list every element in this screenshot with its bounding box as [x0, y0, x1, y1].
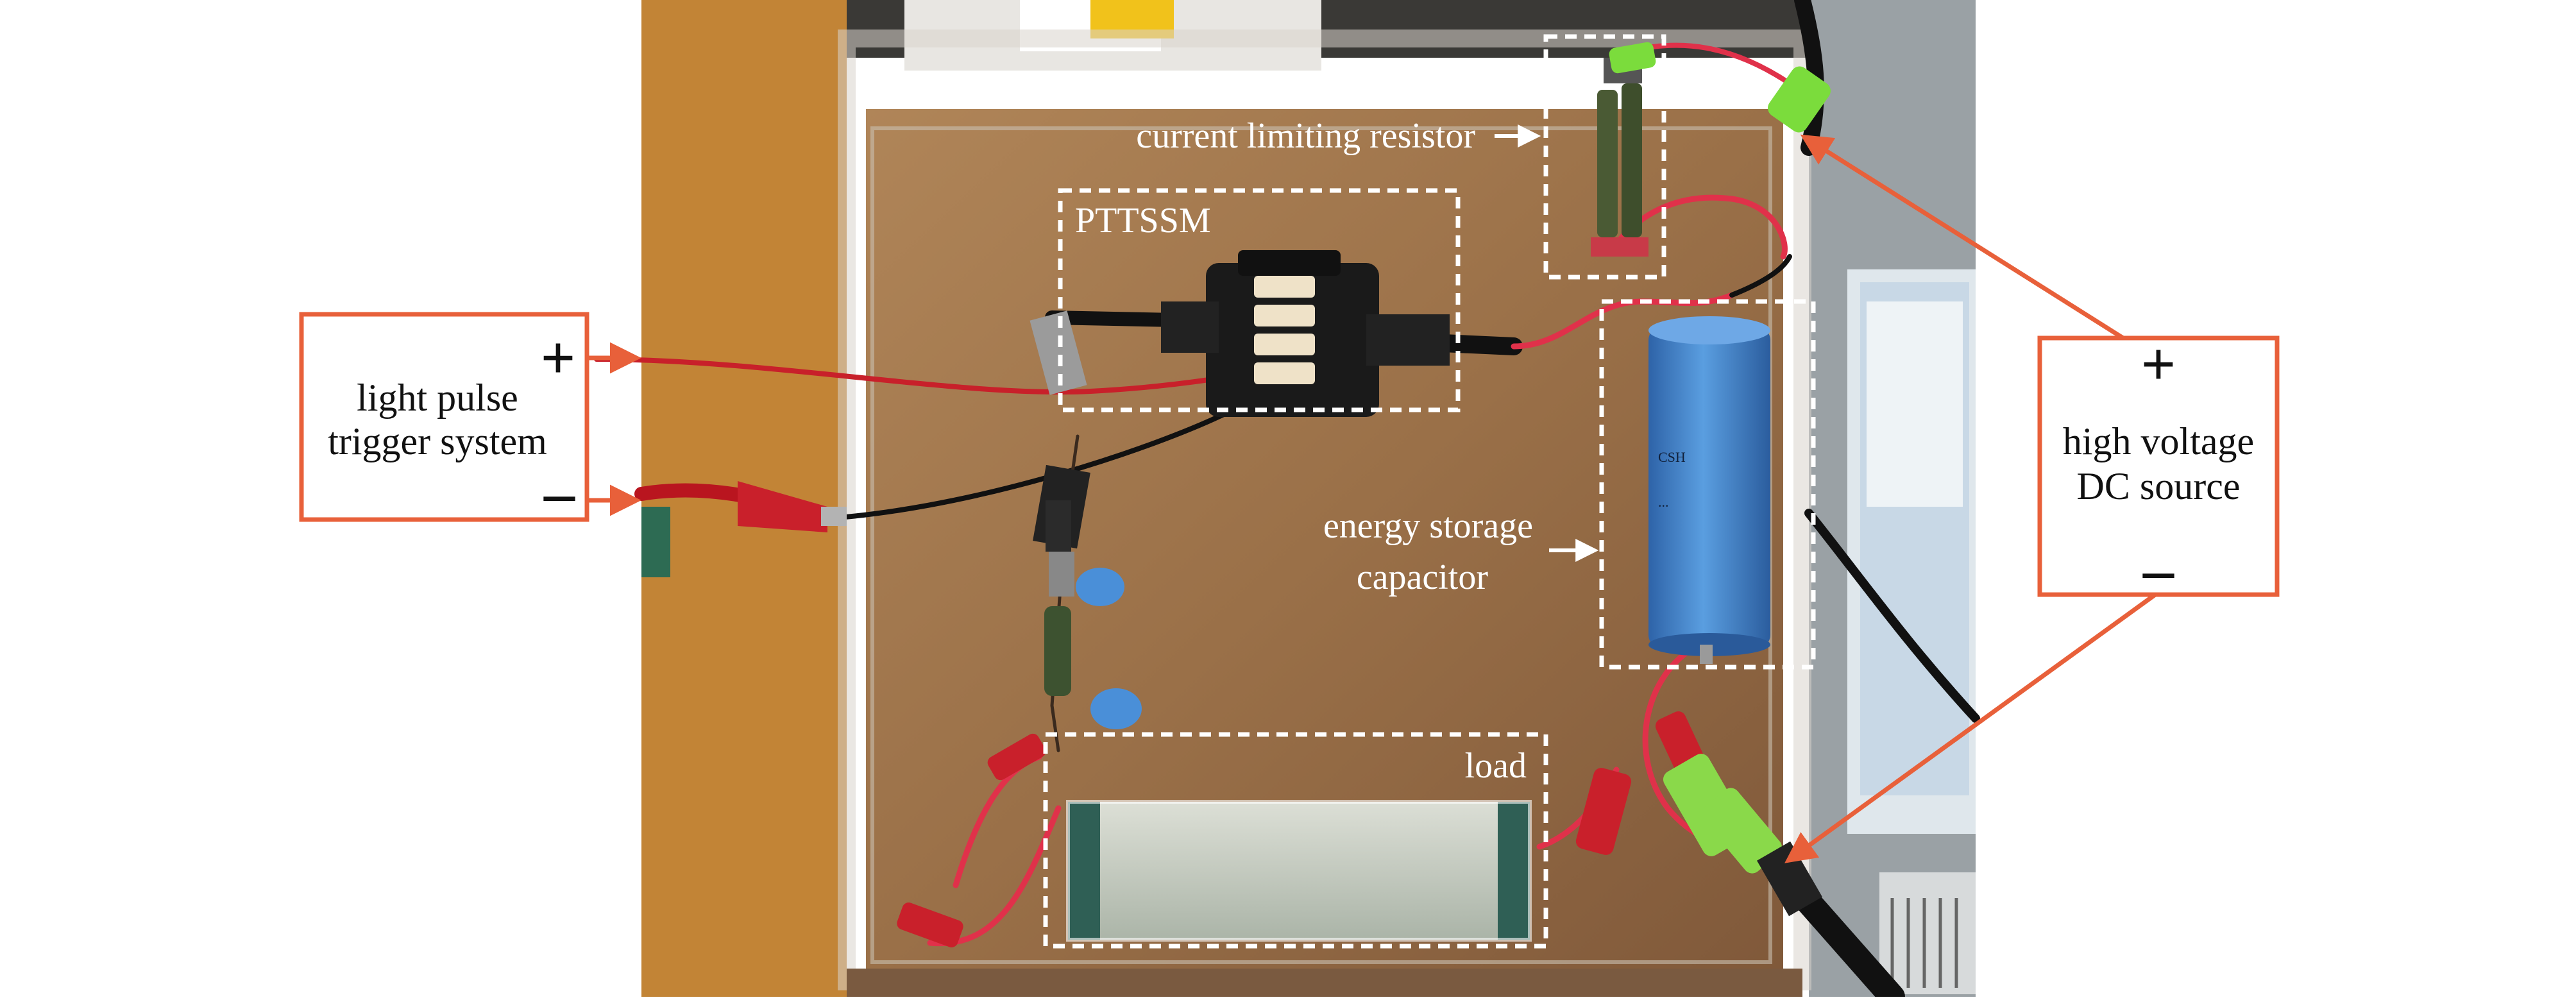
hv-source-box — [2037, 335, 2280, 597]
trigger-minus-sign: – — [543, 458, 575, 527]
hv-source-callout: + high voltage DC source – — [1784, 134, 2280, 863]
pttssm-device — [1161, 250, 1450, 417]
hv-label-line1: high voltage — [2063, 420, 2254, 462]
green-hv-clips — [1663, 754, 1782, 874]
hv-plus-arrow — [1800, 134, 2124, 340]
load-label: load — [1465, 746, 1527, 786]
pttssm-label: PTTSSM — [1075, 201, 1211, 241]
pttssm-dashed-box — [1058, 188, 1461, 412]
capacitor-device: CSH ... — [1648, 316, 1770, 664]
trigger-label-line2: trigger system — [328, 420, 547, 462]
svg-text:...: ... — [1658, 494, 1669, 510]
capacitor-label-line2: capacitor — [1357, 557, 1489, 597]
hv-plus-sign: + — [2141, 330, 2176, 398]
hv-label-line2: DC source — [2077, 465, 2241, 507]
svg-text:CSH: CSH — [1658, 449, 1686, 465]
resistor-dashed-box — [1543, 34, 1666, 280]
load-device — [1066, 800, 1532, 942]
trigger-label-line1: light pulse — [357, 377, 518, 419]
photo: CSH ... — [594, 0, 1980, 1000]
hv-minus-sign: – — [2142, 535, 2174, 604]
resistor-label: current limiting resistor — [1136, 116, 1475, 156]
chain-components — [1044, 500, 1142, 729]
load-dashed-box — [1043, 732, 1548, 949]
trigger-system-box — [299, 312, 589, 522]
capacitor-dashed-box — [1599, 299, 1816, 670]
trigger-system-callout: + – light pulse trigger system — [299, 312, 641, 527]
capacitor-label-line1: energy storage — [1323, 506, 1533, 546]
trigger-minus-clip — [738, 481, 847, 532]
hv-minus-arrow — [1784, 593, 2157, 863]
resistor-device — [1591, 42, 1831, 257]
trigger-plus-sign: + — [541, 323, 576, 392]
